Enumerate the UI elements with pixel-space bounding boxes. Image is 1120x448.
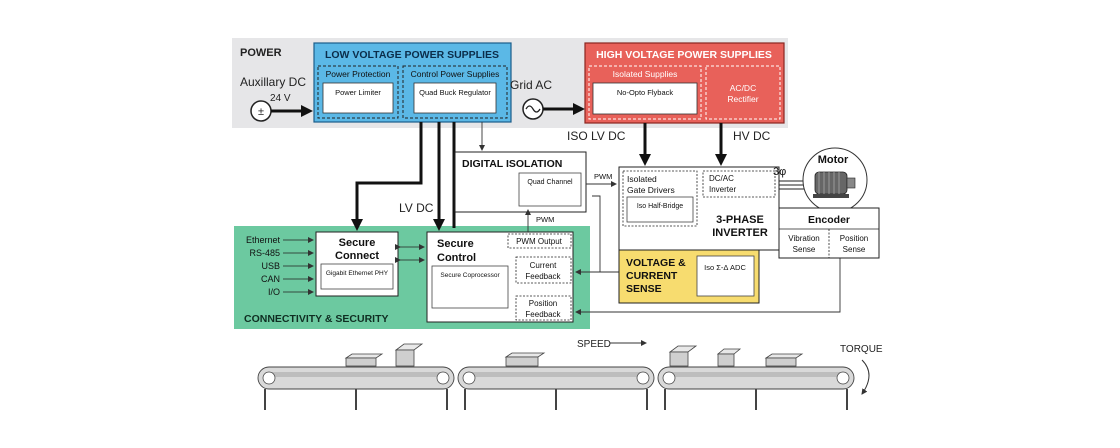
pwm-mid-label: PWM (536, 215, 554, 224)
secure-control-title-line1: Secure (437, 238, 474, 250)
position-feedback-line (575, 258, 841, 315)
power-limiter-block (322, 82, 394, 114)
gate-drivers-label-line2: Gate Drivers (627, 185, 675, 195)
iso-half-bridge-block (626, 196, 694, 223)
secure-control-title-line2: Control (437, 252, 476, 264)
motor-label: Motor (818, 154, 849, 166)
torque-arrow (861, 359, 870, 395)
dcac-inverter-group (702, 170, 776, 198)
secure-connect-title-line2: Connect (335, 250, 379, 262)
interface-label: RS-485 (249, 248, 280, 258)
pwm-output-label: PWM Output (516, 237, 563, 246)
connectivity-section-label: CONNECTIVITY & SECURITY (244, 313, 389, 325)
interface-label: USB (261, 261, 280, 271)
secure-coprocessor-label: Secure Coprocessor (440, 272, 500, 279)
secure-coprocessor-block (431, 265, 509, 309)
power-protection-group (317, 65, 399, 119)
dcac-label-line2: Inverter (709, 185, 736, 194)
quad-channel-label: Quad Channel (527, 179, 573, 186)
conveyor-belt (257, 366, 855, 410)
aux-dc-voltage: 24 V (270, 93, 291, 104)
speed-label: SPEED (577, 339, 611, 350)
sense-title-line2: CURRENT (626, 270, 678, 282)
motor-icon (813, 171, 856, 198)
conveyor-packages (344, 343, 804, 367)
three-phase-label: 3φ (773, 166, 786, 178)
position-feedback-label-line2: Feedback (525, 310, 561, 319)
iso-adc-block (696, 255, 755, 297)
sense-title-line1: VOLTAGE & (626, 257, 686, 269)
current-feedback-label-line2: Feedback (525, 272, 561, 281)
position-feedback-label-line1: Position (529, 299, 557, 308)
dcac-label-line1: DC/AC (709, 174, 734, 183)
current-feedback-block (515, 256, 572, 284)
current-feedback-line (592, 195, 619, 273)
hv-dc-label: HV DC (733, 129, 771, 143)
hv-power-supplies-title: HIGH VOLTAGE POWER SUPPLIES (596, 49, 772, 61)
dc-source-symbol: ± (258, 106, 264, 118)
quad-channel-block (518, 172, 582, 207)
control-power-label: Control Power Supplies (411, 69, 500, 79)
quad-buck-block (413, 82, 497, 114)
position-sense-line1: Position (840, 234, 868, 243)
gigabit-phy-label: Gigabit Ethernet PHY (326, 270, 389, 277)
iso-half-bridge-label: Iso Half-Bridge (637, 203, 683, 210)
encoder-label: Encoder (808, 214, 850, 226)
iso-adc-label: Iso Σ-Δ ADC (704, 263, 746, 272)
position-sense-line2: Sense (843, 245, 866, 254)
iso-lv-dc-label: ISO LV DC (567, 129, 626, 143)
power-limiter-label: Power Limiter (335, 88, 381, 97)
current-feedback-label-line1: Current (530, 261, 557, 270)
quad-buck-label: Quad Buck Regulator (419, 88, 491, 97)
vibration-sense-line2: Sense (793, 245, 816, 254)
acdc-label-line1: AC/DC (730, 83, 756, 93)
grid-ac-label: Grid AC (510, 78, 552, 92)
interface-label: CAN (261, 274, 280, 284)
acdc-rectifier-group (705, 65, 781, 120)
isolated-supplies-group (588, 65, 702, 120)
sense-title-line3: SENSE (626, 283, 662, 295)
inverter-title-line2: INVERTER (712, 227, 768, 239)
gigabit-phy-block (320, 263, 394, 290)
no-opto-flyback-block (592, 82, 698, 115)
interface-list: Ethernet RS-485 USB CAN I/O (246, 235, 314, 297)
position-feedback-block (515, 295, 572, 321)
digital-isolation-title: DIGITAL ISOLATION (462, 158, 562, 170)
inverter-title-line1: 3-PHASE (716, 214, 764, 226)
lv-dc-label: LV DC (399, 201, 434, 215)
isolated-supplies-label: Isolated Supplies (613, 69, 678, 79)
acdc-label-line2: Rectifier (727, 94, 758, 104)
lv-dc-arrow-to-connect (351, 122, 423, 231)
gate-drivers-label-line1: Isolated (627, 174, 657, 184)
interface-label: Ethernet (246, 235, 281, 245)
power-protection-label: Power Protection (326, 69, 391, 79)
control-power-group (402, 65, 508, 119)
secure-connect-title-line1: Secure (339, 237, 376, 249)
ac-wave-icon (525, 105, 541, 113)
interface-label: I/O (268, 287, 280, 297)
vibration-sense-line1: Vibration (788, 234, 819, 243)
aux-dc-label: Auxillary DC (240, 75, 306, 89)
power-section-label: POWER (240, 47, 282, 59)
gate-drivers-group (622, 170, 698, 227)
no-opto-flyback-label: No-Opto Flyback (617, 88, 674, 97)
torque-label: TORQUE (840, 344, 883, 355)
pwm-top-label: PWM (594, 172, 612, 181)
pwm-output-block (507, 233, 572, 249)
lv-power-supplies-title: LOW VOLTAGE POWER SUPPLIES (325, 49, 499, 61)
